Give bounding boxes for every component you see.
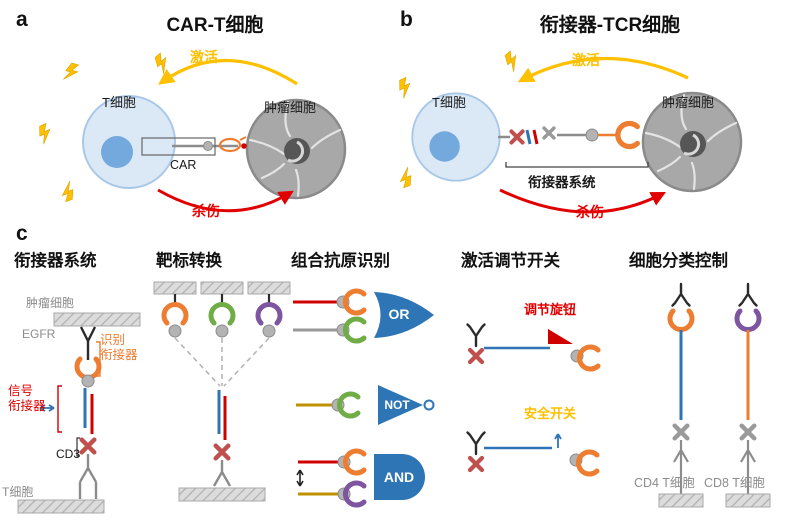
or-gate-label: OR: [388, 306, 410, 322]
purple-binder: [258, 304, 280, 323]
kill-arrow: [499, 188, 667, 214]
tcr-complex: [216, 446, 229, 459]
cd4-chain: [658, 282, 704, 508]
panel-a-car-label: CAR: [170, 158, 197, 172]
activation-arrow: [517, 56, 689, 83]
lightning-bolt-icon: [151, 51, 174, 75]
col1-cd3-label: CD3: [56, 447, 81, 461]
antigen-y: [466, 431, 486, 456]
panel-a-tcell-label: T细胞: [102, 95, 136, 110]
panel-b-activate-label: 激活: [572, 52, 600, 68]
panel-b-letter: b: [400, 8, 413, 31]
membrane-bar: [247, 281, 291, 295]
not-gate-label: NOT: [384, 398, 410, 412]
col1-title: 衔接器系统: [14, 252, 97, 270]
orange-binder: [164, 304, 186, 323]
signal-adapter-line2: 衔接器: [8, 399, 46, 413]
col1-recognition-adapter-label: 识别 衔接器: [100, 333, 138, 363]
lightning-bolt-icon: [396, 166, 415, 189]
panel-c-adapter-system-graphics: [17, 312, 141, 514]
cd4-label: CD4 T细胞: [634, 476, 695, 490]
not-gate: [378, 385, 423, 425]
panel-a-graphics: [35, 51, 347, 213]
tcr-complex: [470, 458, 482, 470]
panel-c-target-switch-graphics: [153, 281, 291, 502]
not-gate-bubble: [423, 399, 435, 411]
and-gate: [374, 454, 425, 500]
panel-b-title: 衔接器-TCR细胞: [539, 15, 681, 36]
panel-b-tcell-label: T细胞: [432, 95, 466, 110]
recognition-adapter-line1: 识别: [100, 333, 126, 347]
antigen-y: [466, 323, 486, 348]
panel-a-kill-label: 杀伤: [192, 203, 220, 219]
col5-title: 细胞分类控制: [629, 252, 728, 270]
cd3-bracket: [76, 437, 80, 457]
membrane-bar: [200, 281, 244, 295]
panel-b-adapter-system-label: 衔接器系统: [528, 175, 596, 190]
col3-title: 组合抗原识别: [291, 252, 390, 270]
panel-b-tumor-label: 肿瘤细胞: [662, 95, 715, 110]
tcr-complex: [82, 440, 95, 453]
cd8-label: CD8 T细胞: [704, 476, 765, 490]
signal-adapter-line1: 信号: [8, 384, 34, 398]
tcr-stalk: [212, 460, 232, 487]
tcr-complex: [470, 350, 482, 362]
panel-a-activate-label: 激活: [190, 49, 218, 65]
adapter-system-bracket: [505, 162, 649, 168]
membrane-bar: [153, 281, 197, 295]
t-cell-membrane-bar: [17, 499, 105, 514]
lightning-bolt-icon: [501, 49, 524, 73]
panel-b-graphics: [395, 49, 743, 214]
col1-tumor-label: 肿瘤细胞: [26, 296, 75, 310]
panel-a-title: CAR-T细胞: [166, 15, 264, 36]
lightning-bolt-icon: [35, 122, 55, 145]
car-construct: [141, 136, 247, 156]
convergence-dashed-lines: [174, 337, 270, 387]
lightning-bolt-icon: [58, 180, 77, 203]
recognition-adapter-line2: 衔接器: [100, 348, 138, 362]
t-cell-membrane-bar: [178, 487, 266, 502]
cd8-chain: [725, 282, 771, 508]
panel-a-tumor-label: 肿瘤细胞: [264, 100, 317, 115]
panel-a-letter: a: [16, 8, 28, 31]
lightning-bolt-icon: [63, 61, 80, 83]
safety-switch-label: 安全开关: [524, 406, 577, 421]
col1-tcell-label: T细胞: [2, 485, 34, 499]
tumor-membrane-bar: [53, 312, 141, 327]
tuning-knob-label: 调节旋钮: [524, 302, 577, 317]
panel-c-letter: c: [16, 222, 28, 245]
recognition-bracket: [96, 341, 101, 377]
linker-ball: [81, 374, 95, 388]
pairing-double-arrow: [39, 404, 55, 412]
tcr-stalk: [78, 454, 98, 499]
switch-arrow: [554, 433, 562, 448]
panel-b-kill-label: 杀伤: [576, 204, 604, 220]
col4-title: 激活调节开关: [461, 252, 560, 270]
egfr-receptor: [79, 326, 97, 360]
signal-bracket: [57, 385, 62, 433]
tuning-knob-triangle: [548, 329, 573, 344]
and-gate-label: AND: [383, 469, 415, 485]
or-gate: [374, 292, 434, 338]
green-binder: [211, 304, 233, 323]
kill-arrow: [157, 188, 294, 213]
col1-signal-adapter-label: 信号 衔接器: [8, 384, 46, 414]
lightning-bolt-icon: [395, 76, 415, 99]
col2-title: 靶标转换: [156, 252, 222, 270]
col1-egfr-label: EGFR: [22, 327, 56, 341]
panel-c-activation-switch-graphics: [466, 323, 599, 475]
panel-c-combinatorial-graphics: [293, 291, 435, 505]
spacing-double-arrow: [296, 469, 304, 487]
activation-arrow: [158, 58, 298, 86]
adapter-chain: [498, 123, 649, 168]
panel-c-cell-type-graphics: [658, 282, 771, 508]
